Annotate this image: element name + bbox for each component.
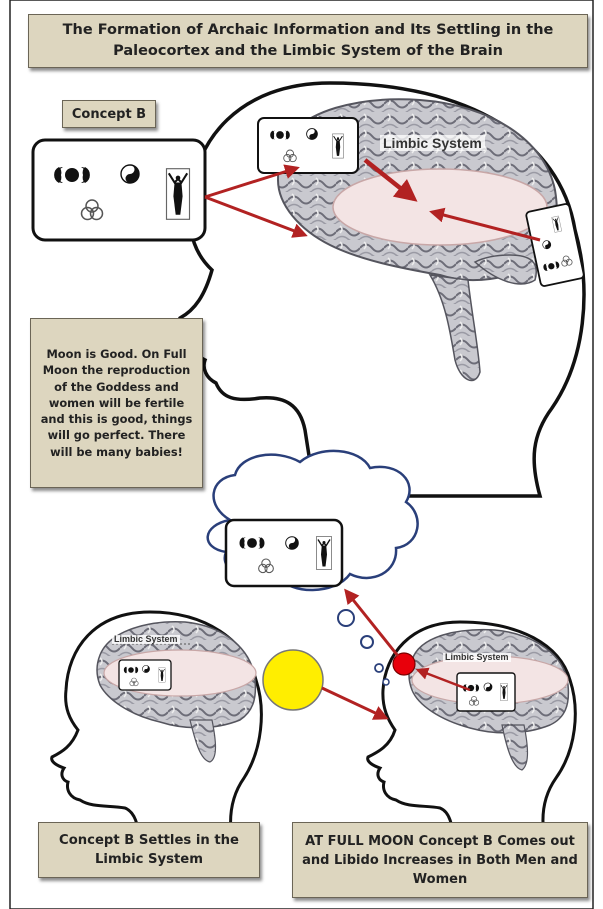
moon-belief-text: Moon is Good. On Full Moon the reproduct… bbox=[30, 318, 203, 488]
libido-spot bbox=[393, 653, 415, 675]
concept-b-label: Concept B bbox=[62, 100, 156, 128]
full-moon bbox=[263, 650, 323, 710]
settles-caption: Concept B Settles in the Limbic System bbox=[38, 822, 260, 878]
concept-b-card-small bbox=[258, 118, 358, 173]
diagram-title: The Formation of Archaic Information and… bbox=[28, 14, 588, 68]
limbic-system-label-right: Limbic System bbox=[443, 653, 511, 662]
triple-moon-icon bbox=[54, 167, 90, 183]
limbic-system-label-left: Limbic System bbox=[112, 635, 180, 644]
goddess-figure-icon bbox=[167, 169, 190, 220]
concept-b-card bbox=[33, 140, 205, 240]
limbic-system-label: Limbic System bbox=[380, 135, 485, 151]
yin-yang-icon bbox=[121, 165, 139, 183]
full-moon-caption: AT FULL MOON Concept B Comes out and Lib… bbox=[292, 822, 588, 898]
